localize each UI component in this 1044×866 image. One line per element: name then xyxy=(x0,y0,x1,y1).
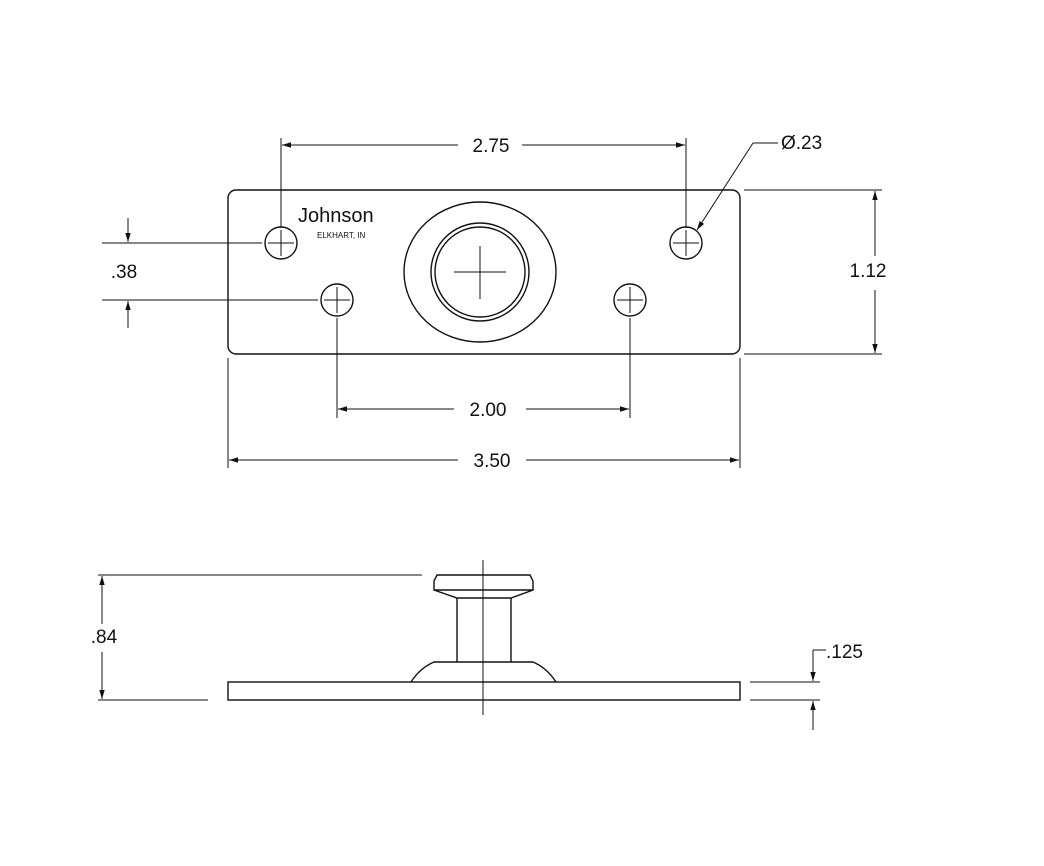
dimension-hole-spacing-inner: 2.00 xyxy=(336,318,631,421)
top-view: Johnson ELKHART, IN 2.75 Ø.23 1.12 .38 xyxy=(102,133,886,472)
svg-text:2.00: 2.00 xyxy=(470,400,507,421)
center-boss xyxy=(403,201,557,343)
hole xyxy=(320,283,354,317)
dimension-hole-offset: .38 xyxy=(102,218,318,328)
dimension-height: 1.12 xyxy=(744,189,887,355)
hole xyxy=(264,226,298,260)
svg-text:1.12: 1.12 xyxy=(850,261,887,282)
svg-text:.125: .125 xyxy=(826,642,863,663)
svg-text:2.75: 2.75 xyxy=(473,136,510,157)
svg-text:Ø.23: Ø.23 xyxy=(781,133,822,154)
hole xyxy=(613,283,647,317)
stem xyxy=(456,598,512,662)
plate-outline xyxy=(227,189,741,355)
brand-location: ELKHART, IN xyxy=(317,231,366,240)
hole xyxy=(669,226,703,260)
svg-text:.38: .38 xyxy=(111,262,137,283)
dimension-hole-diameter: Ø.23 xyxy=(696,133,822,231)
svg-text:.84: .84 xyxy=(91,627,118,648)
dimension-hole-spacing-outer: 2.75 xyxy=(280,136,687,228)
dimension-thickness: .125 xyxy=(750,642,863,730)
side-view: .84 .125 xyxy=(91,560,863,730)
brand-name: Johnson xyxy=(298,205,374,227)
plate-side xyxy=(227,681,741,701)
svg-text:3.50: 3.50 xyxy=(474,451,511,472)
dimension-length: 3.50 xyxy=(227,358,741,472)
dimension-overall-height: .84 xyxy=(91,574,422,701)
